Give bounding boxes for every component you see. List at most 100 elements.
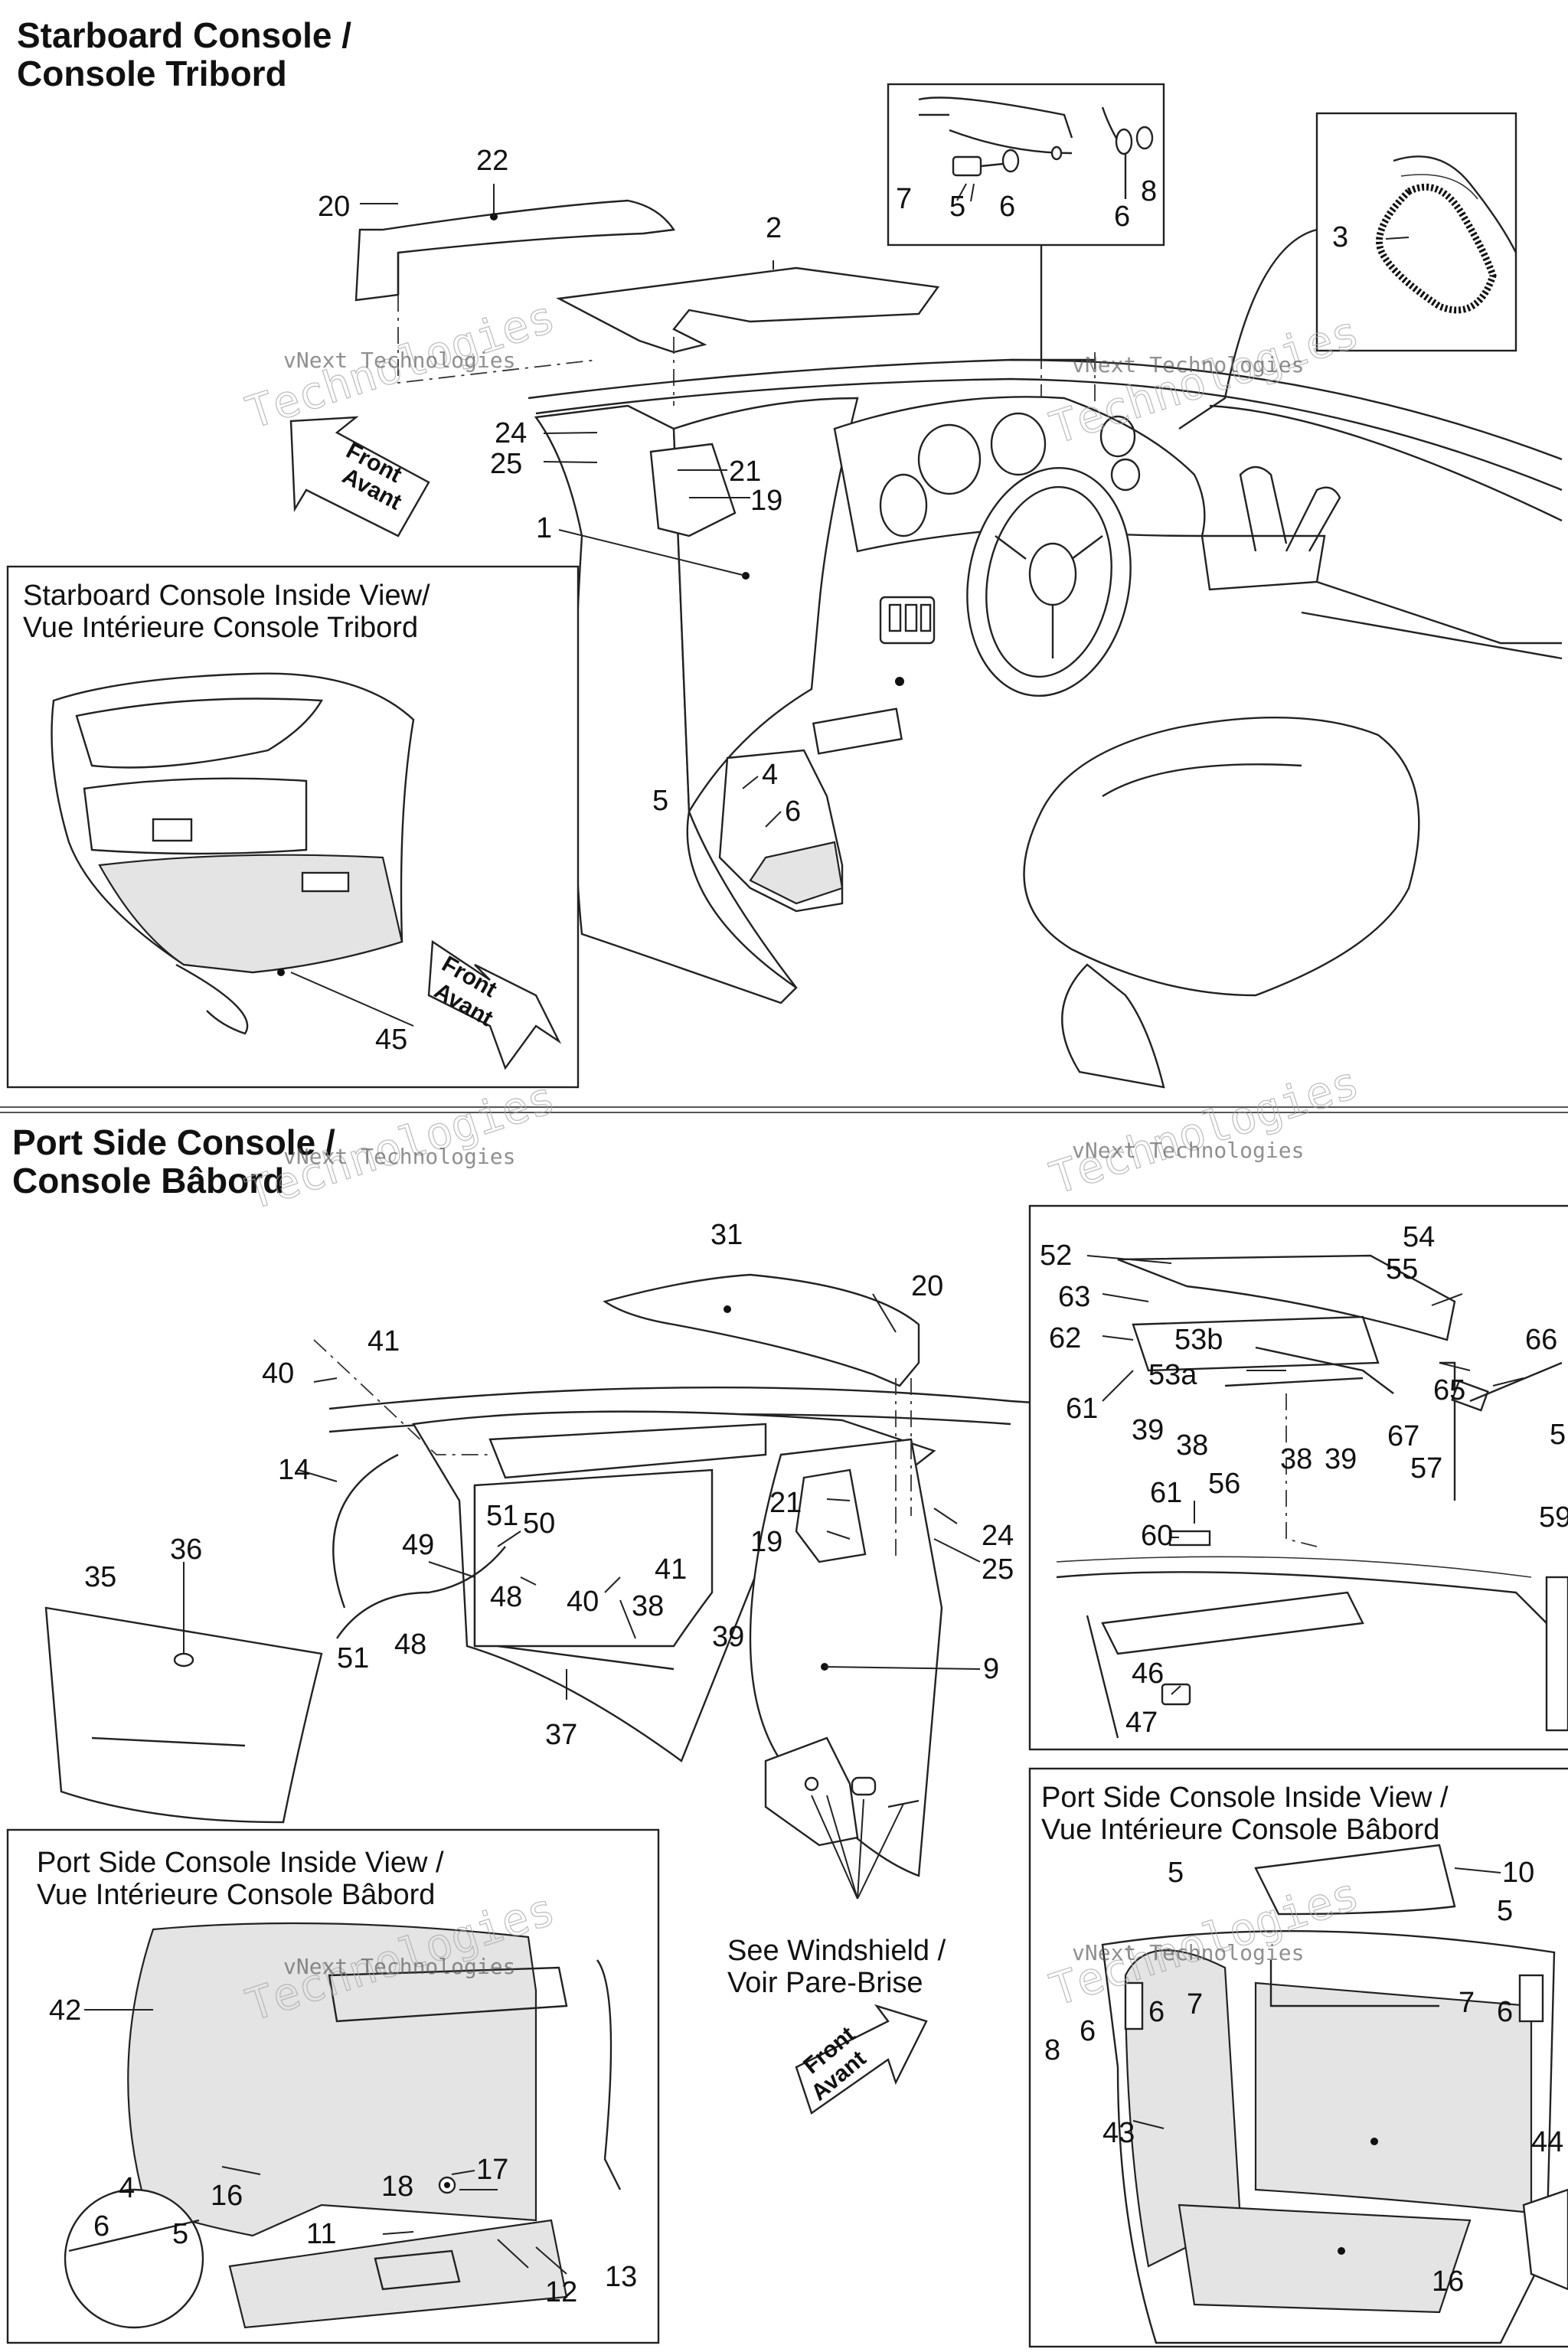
callout-39-inset-b: 39 bbox=[1325, 1443, 1357, 1475]
callout-65: 65 bbox=[1433, 1374, 1465, 1406]
callout-20-top: 20 bbox=[318, 191, 350, 223]
callout-4-inset: 4 bbox=[119, 2172, 135, 2204]
callout-52: 52 bbox=[1040, 1240, 1072, 1272]
callout-2: 2 bbox=[766, 212, 782, 244]
callout-5-right-b: 5 bbox=[1497, 1895, 1513, 1927]
port-inside-right-caption-1: Port Side Console Inside View / bbox=[1041, 1782, 1449, 1814]
callout-61-top: 61 bbox=[1066, 1393, 1098, 1425]
callout-14: 14 bbox=[278, 1454, 310, 1486]
watermark-tech-4: Technologies bbox=[1044, 1056, 1365, 1204]
callout-25-top: 25 bbox=[490, 448, 522, 480]
callout-58: 5 bbox=[1550, 1419, 1566, 1451]
callout-6-right-b: 6 bbox=[1497, 1996, 1513, 2028]
starboard-title-line-2: Console Tribord bbox=[17, 54, 287, 93]
port-inside-right-caption-2: Vue Intérieure Console Bâbord bbox=[1041, 1814, 1439, 1846]
callout-56: 56 bbox=[1208, 1468, 1240, 1500]
callout-1: 1 bbox=[536, 512, 552, 544]
callout-38-inset-b: 38 bbox=[1280, 1443, 1312, 1475]
callout-57: 57 bbox=[1410, 1452, 1442, 1485]
callout-54: 54 bbox=[1403, 1221, 1435, 1253]
callout-39-inset-a: 39 bbox=[1132, 1414, 1164, 1446]
callout-25-port: 25 bbox=[982, 1553, 1014, 1586]
callout-19-port: 19 bbox=[750, 1526, 782, 1558]
port-console-drawing: Front Avant See Windshield / Voir Pare-B… bbox=[44, 1273, 1563, 2115]
callout-4-top: 4 bbox=[762, 759, 778, 791]
leader-lines bbox=[84, 183, 1524, 2275]
port-inside-left-caption-1: Port Side Console Inside View / bbox=[37, 1847, 444, 1879]
callout-17: 17 bbox=[476, 2154, 508, 2186]
callout-37: 37 bbox=[545, 1719, 577, 1751]
callout-61-lower: 61 bbox=[1150, 1477, 1182, 1509]
starboard-inside-view-inset: Starboard Console Inside View/ Vue Intér… bbox=[6, 565, 580, 1089]
callout-6-lower: 6 bbox=[785, 795, 801, 828]
callout-35: 35 bbox=[84, 1561, 116, 1593]
watermark-text-2: vNext Technologies bbox=[1072, 352, 1304, 377]
starboard-title-line-1: Starboard Console / bbox=[17, 15, 351, 55]
callout-9: 9 bbox=[983, 1653, 999, 1685]
callout-6-right-a: 6 bbox=[1080, 2015, 1096, 2047]
callout-5-top: 5 bbox=[949, 191, 965, 223]
callout-51-top: 51 bbox=[486, 1500, 518, 1532]
front-arrow-port: Front Avant bbox=[795, 2004, 928, 2115]
port-inside-view-left: Port Side Console Inside View / Vue Inté… bbox=[6, 1828, 660, 2344]
callout-13: 13 bbox=[605, 2261, 637, 2293]
callout-48-top: 48 bbox=[490, 1581, 522, 1613]
see-windshield-line-1: See Windshield / bbox=[727, 1935, 946, 1967]
callout-42: 42 bbox=[49, 1994, 81, 2027]
callout-8-right: 8 bbox=[1044, 2034, 1060, 2066]
watermark-text-6: vNext Technologies bbox=[1072, 1940, 1304, 1965]
callout-53a: 53a bbox=[1148, 1359, 1197, 1391]
starboard-console-drawing: Front Avant bbox=[289, 83, 1563, 1089]
callout-66: 66 bbox=[1525, 1324, 1557, 1356]
callout-45: 45 bbox=[375, 1024, 407, 1056]
callout-7-top: 7 bbox=[896, 183, 912, 215]
callout-18: 18 bbox=[381, 2171, 413, 2203]
starboard-inside-caption-2: Vue Intérieure Console Tribord bbox=[23, 612, 418, 644]
callout-38-inset-a: 38 bbox=[1176, 1429, 1208, 1462]
callout-41-top: 41 bbox=[368, 1325, 400, 1357]
callout-40-top: 40 bbox=[262, 1357, 294, 1390]
callout-12: 12 bbox=[545, 2276, 577, 2308]
watermark-text-4: vNext Technologies bbox=[1072, 1138, 1304, 1163]
callout-24-top: 24 bbox=[495, 417, 527, 449]
callout-47: 47 bbox=[1125, 1707, 1158, 1739]
callout-19-top: 19 bbox=[750, 485, 782, 517]
callout-3: 3 bbox=[1332, 221, 1348, 253]
callout-67: 67 bbox=[1387, 1420, 1419, 1452]
callout-39-port: 39 bbox=[712, 1621, 744, 1653]
callout-53b: 53b bbox=[1174, 1324, 1223, 1356]
callout-63: 63 bbox=[1058, 1281, 1090, 1313]
callout-22: 22 bbox=[476, 145, 508, 177]
callout-5-inset: 5 bbox=[172, 2218, 188, 2250]
callout-62: 62 bbox=[1049, 1322, 1081, 1354]
port-title-line-2: Console Bâbord bbox=[12, 1161, 284, 1200]
callout-36: 36 bbox=[170, 1534, 202, 1566]
callout-38-port: 38 bbox=[632, 1590, 664, 1622]
watermark-tech-2: Technologies bbox=[1044, 305, 1365, 454]
callout-labels: 22 20 2 7 5 6 6 8 3 24 25 21 19 1 4 5 6 … bbox=[49, 145, 1568, 2308]
callout-16-left: 16 bbox=[211, 2180, 243, 2212]
port-inside-left-caption-2: Vue Intérieure Console Bâbord bbox=[37, 1879, 435, 1911]
watermark-text-5: vNext Technologies bbox=[283, 1954, 515, 1979]
watermark-text-3: vNext Technologies bbox=[283, 1144, 515, 1169]
callout-16-right: 16 bbox=[1432, 2265, 1464, 2298]
callout-6-top-b: 6 bbox=[1114, 201, 1130, 233]
callout-49: 49 bbox=[402, 1529, 434, 1561]
callout-50: 50 bbox=[523, 1508, 555, 1540]
port-hardware-inset bbox=[1028, 1204, 1568, 1751]
callout-43: 43 bbox=[1102, 2117, 1135, 2149]
callout-51-lower: 51 bbox=[337, 1642, 369, 1674]
front-arrow-top: Front Avant bbox=[289, 416, 430, 537]
callout-21-top: 21 bbox=[729, 456, 761, 488]
callout-7-right-a: 7 bbox=[1187, 1988, 1203, 2020]
callout-8-top: 8 bbox=[1141, 175, 1157, 207]
callout-31: 31 bbox=[710, 1219, 743, 1251]
callout-60: 60 bbox=[1141, 1520, 1173, 1552]
callout-55: 55 bbox=[1386, 1253, 1418, 1285]
callout-40-mid: 40 bbox=[567, 1586, 599, 1618]
port-title-line-1: Port Side Console / bbox=[12, 1122, 335, 1162]
see-windshield-line-2: Voir Pare-Brise bbox=[727, 1967, 923, 1999]
callout-59: 59 bbox=[1539, 1501, 1568, 1534]
starboard-inside-caption-1: Starboard Console Inside View/ bbox=[23, 580, 430, 612]
